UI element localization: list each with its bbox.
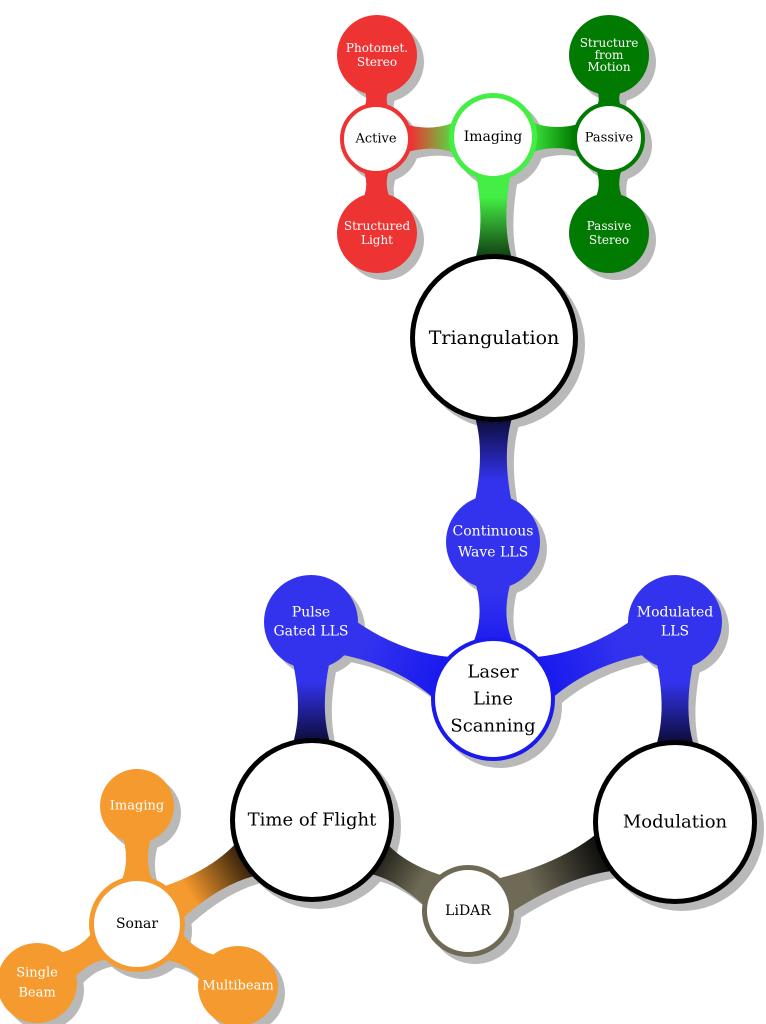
node-label-laser-line-scanning-line-1: Laser <box>467 662 519 683</box>
node-label-single-beam-line-2: Beam <box>18 986 55 1001</box>
node-label-single-beam-line-1: Single <box>16 966 58 981</box>
node-circle-pulse-gated-lls <box>264 575 358 669</box>
node-circle-modulated-lls <box>628 575 722 669</box>
node-label-triangulation: Triangulation <box>429 327 560 349</box>
node-label-lidar: LiDAR <box>445 903 491 919</box>
node-label-photometric-stereo-line-2: Stereo <box>357 55 397 69</box>
node-circle-lidar <box>422 865 514 957</box>
node-label-time-of-flight: Time of Flight <box>248 810 378 831</box>
node-label-multibeam: Multibeam <box>202 979 273 994</box>
node-label-photometric-stereo-line-1: Photomet. <box>346 41 408 55</box>
node-label-passive-stereo-line-1: Passive <box>587 219 632 233</box>
node-lidar: LiDAR <box>422 865 514 957</box>
node-label-passive-stereo-line-2: Stereo <box>589 233 629 247</box>
node-circle-passive-stereo <box>569 193 649 273</box>
node-label-structure-from-motion-line-3: Motion <box>587 60 630 74</box>
node-circle-single-beam <box>0 943 77 1023</box>
node-label-passive: Passive <box>585 131 634 146</box>
node-circle-multibeam <box>198 946 278 1024</box>
node-passive: Passive <box>573 102 645 174</box>
node-circle-structured-light <box>337 193 417 273</box>
node-label-structured-light-line-2: Light <box>361 233 393 247</box>
node-label-structured-light-line-1: Structured <box>344 219 411 233</box>
node-circle-continuous-wave-lls <box>446 495 540 589</box>
node-label-imaging-top: Imaging <box>464 129 523 145</box>
node-circle-time-of-flight <box>230 738 394 902</box>
node-circle-sonar <box>89 876 185 972</box>
node-label-continuous-wave-lls-line-2: Wave LLS <box>458 545 528 561</box>
connector-sonar-imaging-sonar <box>116 832 158 890</box>
node-circle-structure-from-motion <box>569 15 649 95</box>
node-circle-imaging-top <box>449 93 537 181</box>
connector-modulation-lidar <box>490 821 631 916</box>
node-time-of-flight: Time of Flight <box>230 738 394 902</box>
node-label-modulation: Modulation <box>623 812 728 833</box>
node-label-active: Active <box>354 132 396 147</box>
connector-laser-line-scanning-modulated-lls <box>524 617 652 706</box>
connector-laser-line-scanning-pulse-gated-lls <box>334 617 462 706</box>
node-circle-triangulation <box>410 254 578 422</box>
node-label-laser-line-scanning-line-3: Scanning <box>450 716 535 737</box>
node-multibeam: Multibeam <box>198 946 278 1024</box>
connector-triangulation-imaging-top <box>467 168 520 278</box>
connector-continuous-wave-lls-laser-line-scanning <box>467 575 519 655</box>
node-circle-photometric-stereo <box>337 15 417 95</box>
connector-imaging-top-active <box>401 119 462 156</box>
connector-modulated-lls-modulation <box>649 655 701 763</box>
node-label-modulated-lls-line-1: Modulated <box>637 605 713 621</box>
node-label-imaging-sonar: Imaging <box>110 799 164 814</box>
node-label-sonar: Sonar <box>116 916 158 932</box>
connector-pulse-gated-lls-time-of-flight <box>285 655 338 762</box>
node-active: Active <box>340 103 412 175</box>
node-photometric-stereo: Photomet.Stereo <box>337 15 417 95</box>
node-circle-laser-line-scanning <box>431 637 555 761</box>
node-circle-imaging-sonar <box>100 769 174 843</box>
node-label-pulse-gated-lls-line-1: Pulse <box>292 605 330 621</box>
node-label-laser-line-scanning-line-2: Line <box>473 689 513 710</box>
node-circle-passive <box>573 102 645 174</box>
node-circle-modulation <box>593 740 757 904</box>
node-label-continuous-wave-lls-line-1: Continuous <box>453 524 534 540</box>
node-label-pulse-gated-lls-line-2: Gated LLS <box>273 624 348 640</box>
node-sonar: Sonar <box>89 876 185 972</box>
connector-imaging-top-passive <box>524 118 584 156</box>
node-imaging-top: Imaging <box>449 93 537 181</box>
node-label-structure-from-motion-line-1: Structure <box>580 36 639 50</box>
node-imaging-sonar: Imaging <box>100 769 174 843</box>
connector-triangulation-continuous-wave-lls <box>467 398 520 509</box>
node-label-structure-from-motion-line-2: from <box>595 48 624 62</box>
node-modulation: Modulation <box>593 740 757 904</box>
node-triangulation: Triangulation <box>410 254 578 422</box>
node-label-modulated-lls-line-2: LLS <box>661 624 689 640</box>
node-circle-active <box>340 103 412 175</box>
